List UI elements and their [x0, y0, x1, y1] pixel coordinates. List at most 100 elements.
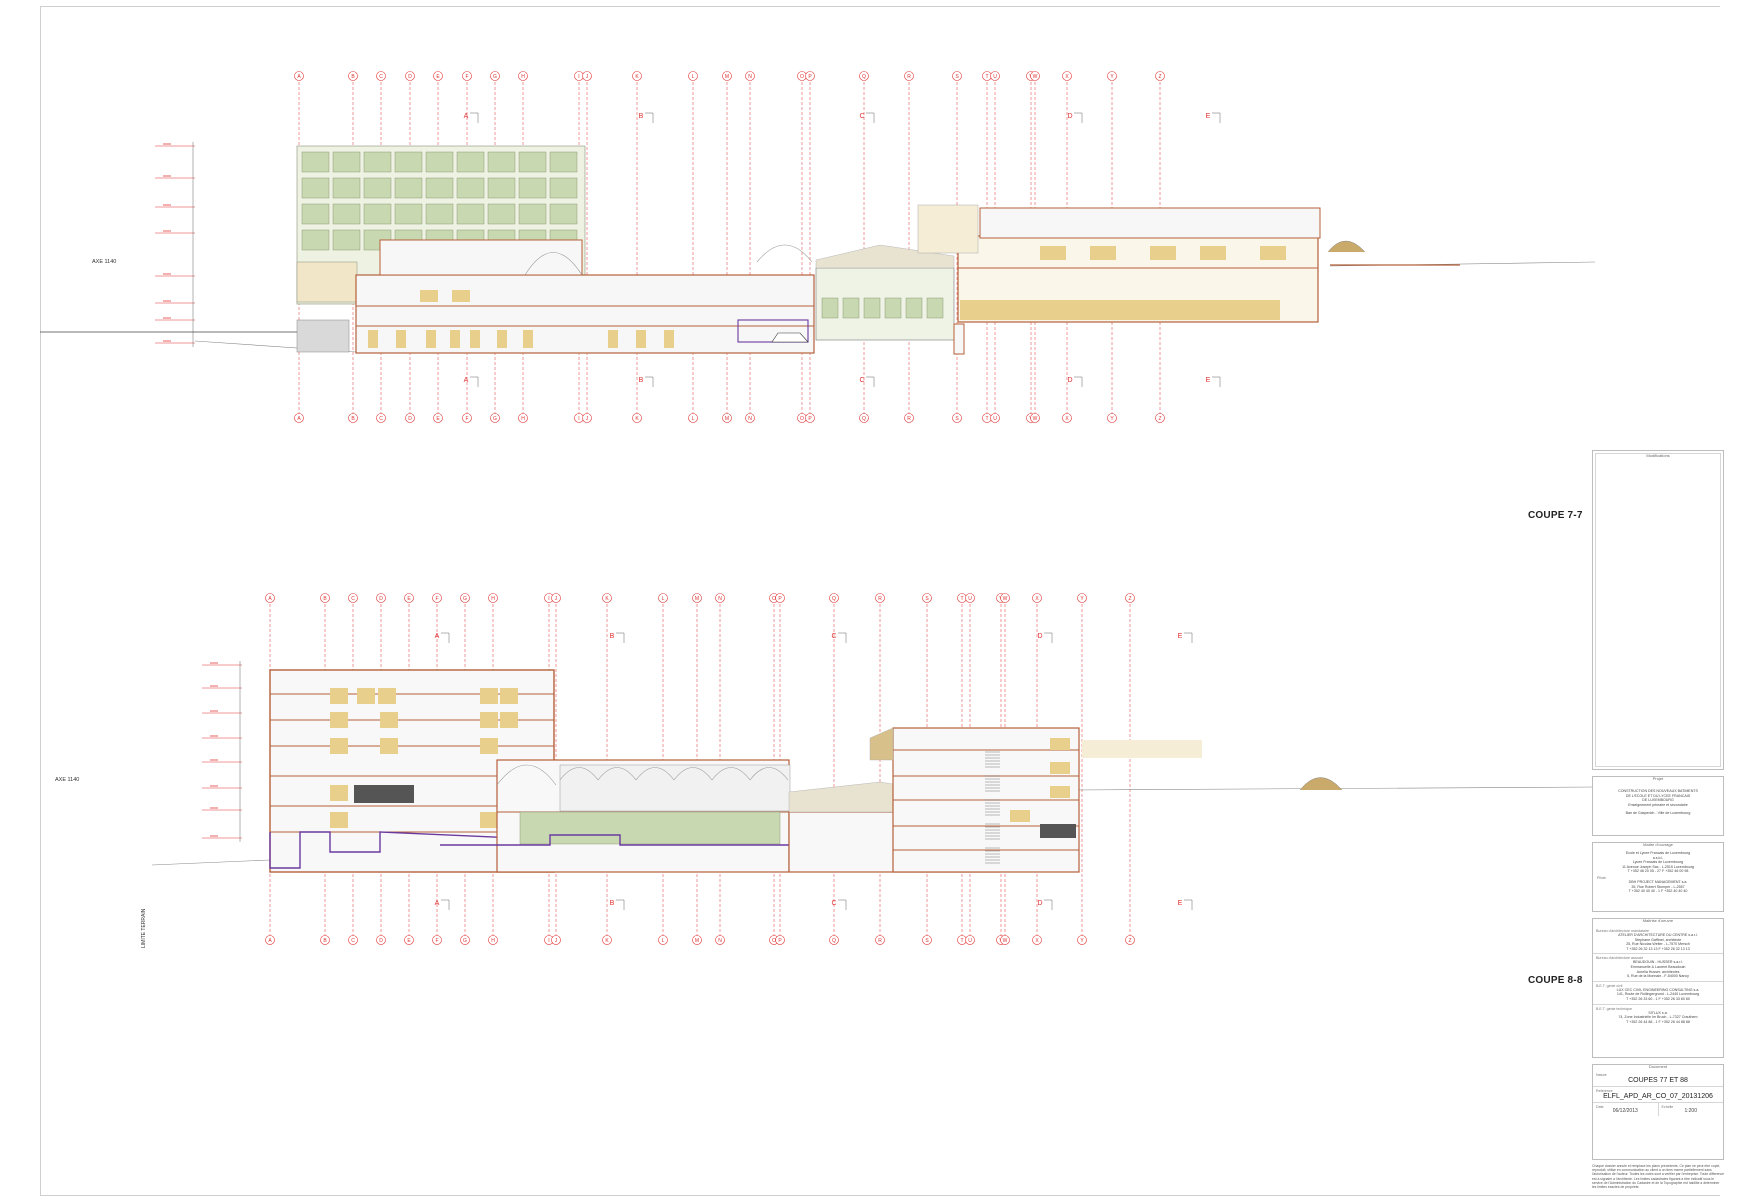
pilote-header: Pilote	[1597, 875, 1606, 880]
wood-door	[608, 330, 618, 348]
grid-bubble-label: O	[772, 596, 776, 602]
projet-line: DE L'ECOLE ET DU LYCEE FRANCAIS	[1625, 793, 1691, 798]
grid-bubble	[582, 413, 592, 423]
grid-bubble-label: N	[718, 596, 722, 602]
reference-value: ELFL_APD_AR_CO_07_20131206	[1603, 1093, 1713, 1100]
grid-bubble	[376, 71, 386, 81]
grid-bubble	[490, 71, 500, 81]
grid-bubble	[692, 935, 702, 945]
grid-bubble	[805, 413, 815, 423]
grid-bubble	[859, 71, 869, 81]
bet-civil-section: B.E.T. genie civil LUX CEC CIVIL ENGINEE…	[1593, 982, 1723, 1005]
grid-bubble-label: U	[993, 74, 997, 80]
grid-bubble	[1077, 593, 1087, 603]
window-panel	[905, 297, 923, 319]
window-panel	[863, 297, 881, 319]
grid-bubble-label: I	[578, 74, 579, 80]
grid-bubble-label: W	[1003, 596, 1008, 602]
date-scale-row: Date 06/12/2013 Echelle 1:200	[1593, 1103, 1723, 1116]
grid-bubble-label: C	[351, 938, 355, 944]
grid-bubble-label: H	[521, 416, 525, 422]
grid-bubble	[990, 413, 1000, 423]
mound	[1327, 240, 1366, 253]
cut-marker: B	[639, 113, 644, 120]
grid-bubble-label: Q	[832, 938, 836, 944]
grid-bubble	[632, 413, 642, 423]
grid-bubble	[320, 593, 330, 603]
grid-bubble-label: E	[407, 938, 411, 944]
grid-bubble	[551, 935, 561, 945]
scale-label: Echelle	[1661, 1105, 1674, 1109]
pilote-line: 35, Rue Robert Stumper - L-2557	[1631, 884, 1685, 889]
mo-line: Lycee Francais de Luxembourg	[1632, 860, 1684, 865]
bet-civil-header: B.E.T. genie civil	[1596, 983, 1623, 988]
wood-panel	[452, 290, 470, 302]
grid-bubble	[294, 413, 304, 423]
grid-bubble	[348, 413, 358, 423]
grid-bubble-label: I	[548, 596, 549, 602]
architecte-line: 25, Rue Nicolas Welter - L-7570 Mersch	[1626, 942, 1690, 947]
grid-bubble-label: R	[907, 74, 911, 80]
grid-bubble-label: Y	[1080, 596, 1084, 602]
grid-bubble	[1125, 935, 1135, 945]
bet-civil-line: T +352 26 33 60 - 1 F +352 26 33 60 60	[1626, 996, 1690, 1001]
section-title-7-7: COUPE 7-7	[1528, 510, 1583, 521]
date-label: Date	[1596, 1105, 1604, 1109]
podium	[296, 319, 350, 353]
grid-bubble	[1107, 413, 1117, 423]
grid-bubble-label: B	[351, 416, 355, 422]
level-tag	[210, 807, 218, 809]
bet-tech-section: B.E.T. genie technique SITLUX s.a. 74, Z…	[1593, 1005, 1723, 1027]
grid-bubble	[829, 593, 839, 603]
window-panel	[425, 203, 454, 225]
grid-bubble-label: T	[985, 416, 988, 422]
grid-bubble-label: P	[808, 416, 812, 422]
grid-bubble	[348, 593, 358, 603]
grid-bubble-label: B	[351, 74, 355, 80]
mo-line: 11 Avenue Joseph Sax - L-2515 Luxembourg	[1622, 864, 1694, 869]
grid-bubble	[348, 71, 358, 81]
wood-panel	[378, 688, 396, 704]
grid-bubble-label: T	[985, 74, 988, 80]
window-panel	[549, 203, 578, 225]
grid-bubble-label: L	[692, 416, 695, 422]
grid-bubble	[632, 71, 642, 81]
grid-bubble-label: F	[435, 938, 438, 944]
grid-bubble-label: D	[379, 596, 383, 602]
grid-bubble-label: B	[323, 938, 327, 944]
grid-bubble	[1030, 413, 1040, 423]
grid-bubble-label: J	[586, 416, 589, 422]
cut-marker: D	[1037, 900, 1042, 907]
section-title-8-8: COUPE 8-8	[1528, 975, 1583, 986]
mo-line: Ecole et Lycee Francais de Luxembourg	[1625, 851, 1691, 855]
east-footing	[953, 323, 965, 355]
grid-bubble-label: U	[968, 938, 972, 944]
grid-bubble	[658, 593, 668, 603]
nature-section: Nature COUPES 77 ET 88	[1593, 1071, 1723, 1087]
cut-marker: C	[831, 633, 836, 640]
grid-bubble	[376, 593, 386, 603]
cut-marker: C	[859, 113, 864, 120]
bet-civil-line: 141, Route de Rollingergrund - L-2440 Lu…	[1616, 992, 1700, 997]
grid-bubble-label: E	[436, 416, 440, 422]
window-panel	[425, 151, 454, 173]
east-upper-volume	[979, 207, 1321, 239]
wood-panel	[330, 712, 348, 728]
grid-bubble	[602, 593, 612, 603]
grid-bubble-label: X	[1065, 74, 1069, 80]
window-panel	[487, 177, 516, 199]
wood-panel	[1090, 246, 1116, 260]
limite-terrain-label: LIMITE TERRAIN	[141, 908, 147, 948]
maitrise-oeuvre-header: Maitrise d'oeuvre	[1642, 918, 1674, 923]
grid-bubble-label: Z	[1128, 596, 1131, 602]
grid-bubble-label: M	[695, 596, 699, 602]
level-tag	[210, 785, 218, 787]
window-panel	[301, 203, 330, 225]
cut-marker: E	[1178, 633, 1183, 640]
window-panel	[456, 203, 485, 225]
grid-bubble-label: G	[493, 74, 497, 80]
grid-bubble-label: O	[772, 938, 776, 944]
cut-marker: B	[610, 900, 615, 907]
pilote-line: T +352 40 40 40 - 1 F +352 40 40 40	[1628, 889, 1688, 894]
reference-section: Reference ELFL_APD_AR_CO_07_20131206	[1593, 1087, 1723, 1103]
